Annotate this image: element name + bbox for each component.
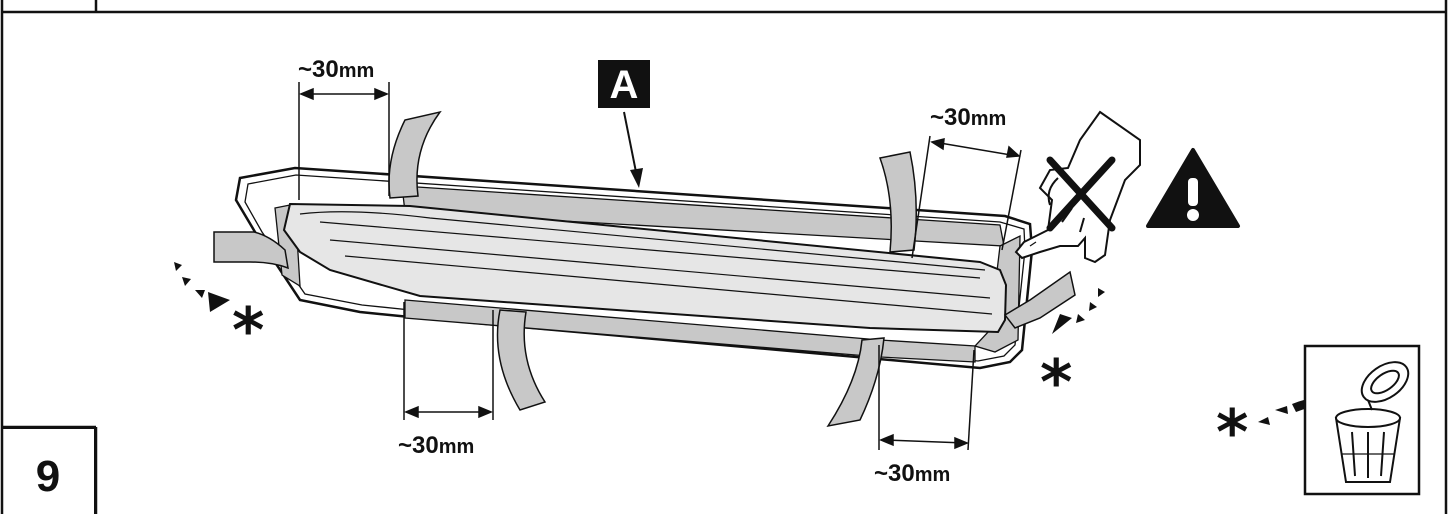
peel-left-end <box>213 231 289 270</box>
dimension-label-top-right: ~30mm <box>930 106 1006 131</box>
dimension-label-bottom-right: ~30mm <box>874 462 950 487</box>
lens-ribs <box>299 211 993 315</box>
callout-arrow <box>623 111 643 188</box>
dimension-unit: mm <box>438 436 475 458</box>
dimension-value: ~30 <box>874 460 915 487</box>
dimension-unit: mm <box>338 60 375 82</box>
dimension-label-top-left: ~30mm <box>298 58 374 83</box>
warning-triangle-icon <box>1146 148 1240 228</box>
dimension-unit: mm <box>970 108 1007 130</box>
asterisk-right: * <box>1040 346 1073 419</box>
peel-top-right <box>879 151 917 253</box>
asterisk-left: * <box>232 294 265 367</box>
peel-right-end <box>1003 270 1076 329</box>
dimension-value: ~30 <box>298 56 339 83</box>
dimension-label-bottom-left: ~30mm <box>398 434 474 459</box>
peel-arrow-left <box>174 262 230 312</box>
step-number: 9 <box>2 427 96 514</box>
instruction-diagram: A ~30mm ~30mm ~30mm ~30mm * * * 9 <box>0 0 1448 514</box>
peel-bottom-left <box>496 309 547 411</box>
peeled-tape-ends <box>213 110 1076 428</box>
diagram-canvas <box>0 0 1448 514</box>
dimension-value: ~30 <box>398 432 439 459</box>
adhesive-tape-strips <box>274 185 1021 363</box>
peel-arrow-right <box>1052 288 1105 334</box>
callout-label-a: A <box>598 60 650 108</box>
dimension-lines <box>298 82 1022 451</box>
dimension-value: ~30 <box>930 104 971 131</box>
trash-bin-icon <box>1303 344 1421 496</box>
asterisk-bin: * <box>1216 396 1249 469</box>
dimension-unit: mm <box>914 464 951 486</box>
peel-bottom-right <box>826 337 885 428</box>
no-touch-cross <box>1046 156 1116 232</box>
